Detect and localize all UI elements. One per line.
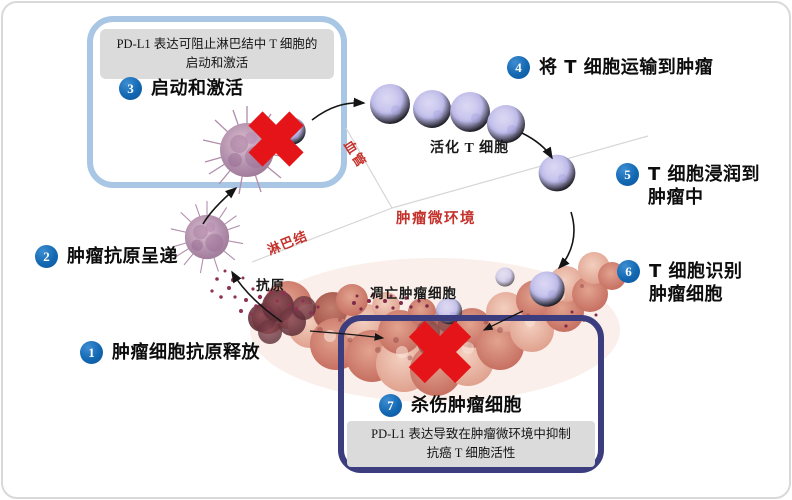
step-5-badge: 5 [616,163,639,186]
antigen-dots [210,269,598,328]
arrow-trafficking [521,132,553,160]
step-2-antigen-presentation: 2 肿瘤抗原呈递 [35,245,178,268]
step-4-trafficking: 4 将 T 细胞运输到肿瘤 [507,56,713,79]
step-6-recognition: 6 T 细胞识别 肿瘤细胞 [617,260,743,306]
arrow-antigen-release [231,270,283,323]
arrow-in-tumor-left [309,330,385,341]
arrow-antigen-presentation [202,186,238,225]
step-6-badge: 6 [617,260,640,283]
step-1-badge: 1 [80,341,103,364]
arrow-infiltration [557,211,575,270]
apoptotic-tumor-cells-label: 凋亡肿瘤细胞 [370,286,457,301]
step-7-killing: 7 杀伤肿瘤细胞 [379,394,522,417]
step-2-label: 肿瘤抗原呈递 [67,246,178,267]
step-2-badge: 2 [35,245,58,268]
antigen-label: 抗原 [256,278,285,293]
step-5-infiltration: 5 T 细胞浸润到 肿瘤中 [616,163,760,209]
activated-t-cells-label: 活化 T 细胞 [430,141,510,156]
arrow-in-tumor-right [482,310,524,331]
tumor-mass [248,252,626,402]
step-3-label: 启动和激活 [151,78,244,99]
lymph-node-callout-text: PD-L1 表达可阻止淋巴结中 T 细胞的 启动和激活 [100,29,334,79]
step-4-label: 将 T 细胞运输到肿瘤 [539,57,714,78]
step-4-badge: 4 [507,56,530,79]
dendritic-cell-antigen-presenting [170,200,244,274]
lymph-node-callout-box: PD-L1 表达可阻止淋巴结中 T 细胞的 启动和激活 [87,16,347,188]
step-7-badge: 7 [379,394,402,417]
step-1-antigen-release: 1 肿瘤细胞抗原释放 [80,341,260,364]
step-3-badge: 3 [119,77,142,100]
cycle-arrows [202,97,575,341]
step-6-label: T 细胞识别 肿瘤细胞 [649,261,743,305]
step-3-priming-activation: 3 启动和激活 [119,77,244,100]
step-5-label: T 细胞浸润到 肿瘤中 [648,164,761,208]
arrow-to-trafficking [311,97,366,121]
tme-callout-text: PD-L1 表达导致在肿瘤微环境中抑制 抗癌 T 细胞活性 [347,421,595,467]
tme-callout-border [338,315,604,473]
region-boundary-lines [251,127,649,263]
step-1-label: 肿瘤细胞抗原释放 [112,342,260,363]
tumor-microenvironment-label: 肿瘤微环境 [396,211,476,227]
step-7-label: 杀伤肿瘤细胞 [411,395,522,416]
